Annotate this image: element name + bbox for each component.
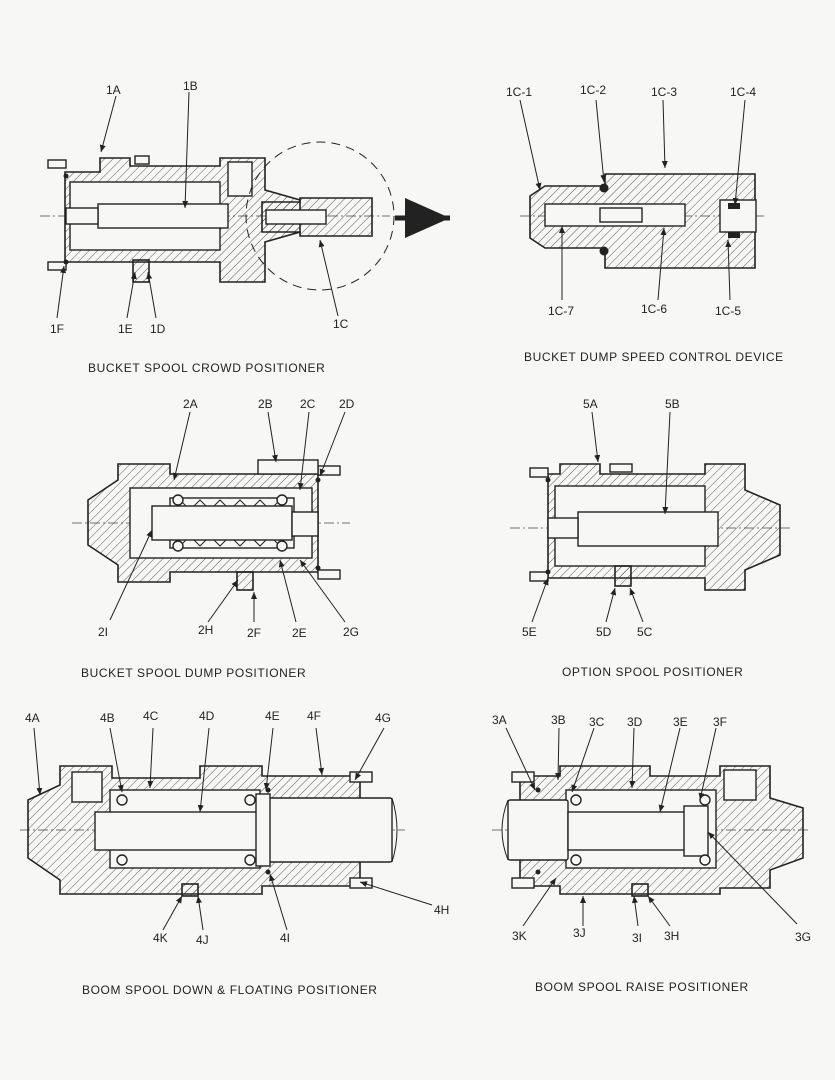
boom-down-diagram [20,765,405,897]
label-3E: 3E [673,715,688,729]
label-4J: 4J [196,933,209,947]
label-4E: 4E [265,709,280,723]
caption-dump-positioner: BUCKET SPOOL DUMP POSITIONER [81,666,306,680]
label-2B: 2B [258,397,273,411]
label-1C-3: 1C-3 [651,85,677,99]
label-1D: 1D [150,322,166,336]
label-1C: 1C [333,317,349,331]
speed-control-diagram [520,173,765,269]
label-3J: 3J [573,926,586,940]
label-1C-1: 1C-1 [506,85,532,99]
boom-down-leaders [33,727,433,931]
label-3I: 3I [632,931,642,945]
label-2C: 2C [300,397,316,411]
label-4C: 4C [143,709,159,723]
option-positioner-labels: 5A 5B 5C 5D 5E OPTION SPOOL POSITIONER [522,397,743,679]
label-3H: 3H [664,929,679,943]
label-2I: 2I [98,625,108,639]
label-4F: 4F [307,709,321,723]
label-1C-4: 1C-4 [730,85,756,99]
label-3G: 3G [795,930,811,944]
caption-crowd-positioner: BUCKET SPOOL CROWD POSITIONER [88,361,325,375]
label-5A: 5A [583,397,598,411]
caption-speed-control: BUCKET DUMP SPEED CONTROL DEVICE [524,350,784,364]
label-2G: 2G [343,625,359,639]
caption-boom-raise: BOOM SPOOL RAISE POSITIONER [535,980,749,994]
label-2D: 2D [339,397,355,411]
crowd-positioner-labels: 1A 1B 1C 1D 1E 1F BUCKET SPOOL CROWD POS… [50,79,349,375]
boom-raise-labels: 3A 3B 3C 3D 3E 3F 3G 3H 3I 3J 3K BOOM SP… [492,713,811,994]
label-1A: 1A [106,83,121,97]
label-4H: 4H [434,903,449,917]
label-1C-2: 1C-2 [580,83,606,97]
caption-option-positioner: OPTION SPOOL POSITIONER [562,665,743,679]
label-1C-5: 1C-5 [715,304,741,318]
option-positioner-leaders [531,411,671,623]
label-3F: 3F [713,715,727,729]
label-4G: 4G [375,711,391,725]
dump-positioner-labels: 2A 2B 2C 2D 2E 2F 2G 2H 2I BUCKET SPOOL … [81,397,359,680]
dump-positioner-diagram [72,459,350,591]
boom-raise-diagram [492,765,810,897]
label-2A: 2A [183,397,198,411]
label-4I: 4I [280,931,290,945]
label-2H: 2H [198,623,213,637]
label-3B: 3B [551,713,566,727]
crowd-positioner-leaders [56,91,339,319]
label-3C: 3C [589,715,605,729]
caption-boom-down: BOOM SPOOL DOWN & FLOATING POSITIONER [82,983,378,997]
dump-positioner-leaders [109,411,346,623]
label-1C-7: 1C-7 [548,304,574,318]
label-4K: 4K [153,931,168,945]
label-3D: 3D [627,715,643,729]
crowd-positioner-diagram [40,141,450,291]
label-3A: 3A [492,713,507,727]
label-1E: 1E [118,322,133,336]
speed-control-leaders [519,99,746,301]
label-1C-6: 1C-6 [641,302,667,316]
label-5D: 5D [596,625,612,639]
label-3K: 3K [512,929,527,943]
label-5B: 5B [665,397,680,411]
label-4A: 4A [25,711,40,725]
label-2F: 2F [247,626,261,640]
label-1F: 1F [50,322,64,336]
speed-control-labels: 1C-1 1C-2 1C-3 1C-4 1C-5 1C-6 1C-7 BUCKE… [506,83,784,364]
label-2E: 2E [292,626,307,640]
label-4D: 4D [199,709,215,723]
label-5C: 5C [637,625,653,639]
option-positioner-diagram [510,463,790,591]
boom-raise-leaders [505,727,798,927]
label-4B: 4B [100,711,115,725]
boom-down-labels: 4A 4B 4C 4D 4E 4F 4G 4H 4I 4J 4K BOOM SP… [25,709,449,997]
label-5E: 5E [522,625,537,639]
label-1B: 1B [183,79,198,93]
